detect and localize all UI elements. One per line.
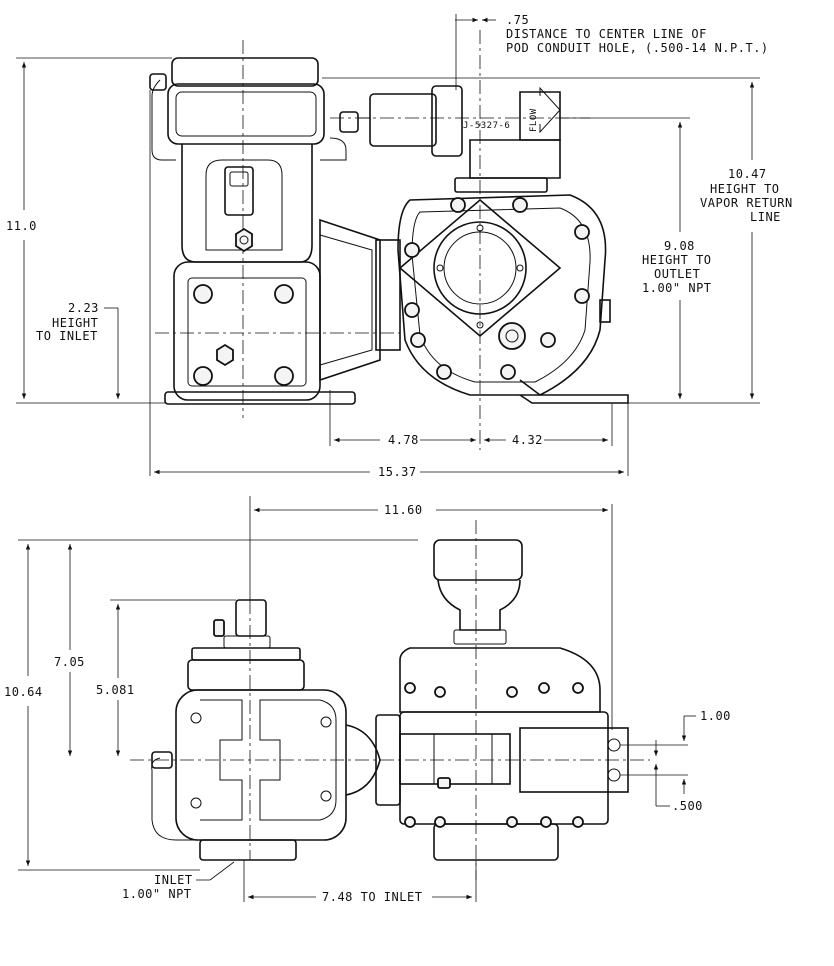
dim-4-32: 4.32 <box>512 433 543 447</box>
valve-tag: J-5327-6 <box>463 121 510 131</box>
label-inlet-npt: 1.00" NPT <box>122 887 192 901</box>
flow-tag: FLOW <box>529 108 539 132</box>
note-conduit-line-1: DISTANCE TO CENTER LINE OF <box>506 27 707 41</box>
label-outlet-2: OUTLET <box>654 267 700 281</box>
dim-1-00: 1.00 <box>700 709 731 723</box>
dim-11-60: 11.60 <box>384 503 423 517</box>
dim-5-081: 5.081 <box>96 683 135 697</box>
dim-0-75: .75 <box>506 13 529 27</box>
dim-7-48-to-inlet: 7.48 TO INLET <box>322 890 422 904</box>
dim-2-23: 2.23 <box>68 301 99 315</box>
vapor-valve: J-5327-6 FLOW <box>358 85 561 193</box>
dim-9-08: 9.08 <box>664 239 695 253</box>
top-view: J-5327-6 FLOW <box>6 13 793 479</box>
label-height-to-inlet-1: HEIGHT <box>52 316 98 330</box>
dim-4-78: 4.78 <box>388 433 419 447</box>
dim-10-47: 10.47 <box>728 167 767 181</box>
label-vapor-1: HEIGHT TO <box>710 182 780 196</box>
rotor-housing <box>375 194 629 404</box>
label-height-to-inlet-2: TO INLET <box>36 329 98 343</box>
dim-11-0: 11.0 <box>6 219 37 233</box>
dim-15-37: 15.37 <box>378 465 417 479</box>
label-vapor-3: LINE <box>750 210 781 224</box>
dim-7-05: 7.05 <box>54 655 85 669</box>
inlet-housing <box>149 57 381 405</box>
label-inlet: INLET <box>154 873 193 887</box>
dim-10-64: 10.64 <box>4 685 43 699</box>
note-conduit-line-2: POD CONDUIT HOLE, (.500-14 N.P.T.) <box>506 41 769 55</box>
motor-housing-side <box>399 539 629 861</box>
inlet-housing-side <box>151 599 347 861</box>
label-outlet-1: HEIGHT TO <box>642 253 712 267</box>
dim-0-500: .500 <box>672 799 703 813</box>
label-outlet-3: 1.00" NPT <box>642 281 712 295</box>
bottom-view: 11.60 10.64 7.05 5.081 1.00 .500 7.48 TO… <box>4 496 731 904</box>
label-vapor-2: VAPOR RETURN <box>700 196 793 210</box>
